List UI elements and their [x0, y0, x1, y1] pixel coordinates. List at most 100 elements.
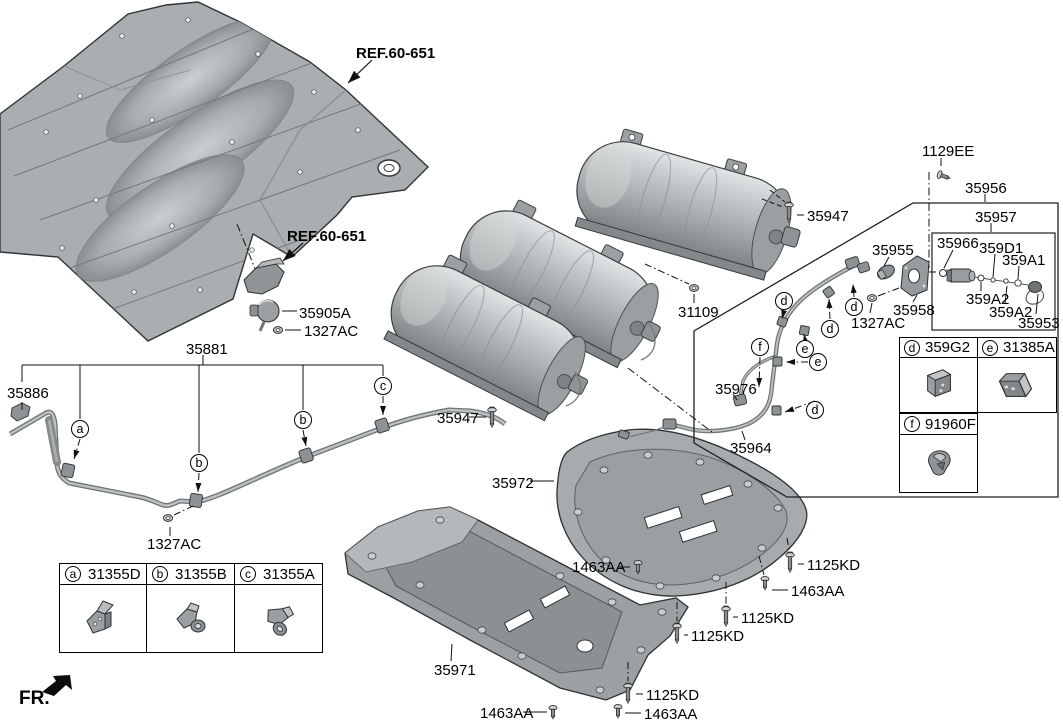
callout-circle-c: c — [374, 377, 392, 395]
grommet-hole — [377, 159, 401, 177]
legend-partno-a: 31355D — [88, 565, 141, 583]
part-label-1463AA-3: 1463AA — [644, 706, 698, 723]
hydrogen-tank-top — [574, 128, 801, 281]
bolt-1125KD-1 — [785, 551, 795, 573]
bracket-31355D-icon — [86, 600, 114, 633]
fr-direction-label: FR. — [19, 688, 50, 709]
legend-thumb-cell-f — [899, 435, 978, 493]
callout-circle-e1: e — [796, 340, 814, 358]
part-label-35957: 35957 — [975, 209, 1017, 226]
part-label-31109: 31109 — [678, 304, 719, 321]
callout-circle-d2: d — [845, 298, 863, 316]
nut-1327AC — [272, 326, 284, 334]
part-label-35953: 35953 — [1018, 315, 1060, 332]
part-label-1125KD-4: 1125KD — [646, 687, 700, 704]
screw-1463AA-3 — [613, 704, 623, 719]
tank-valve — [780, 226, 801, 248]
tube-connector — [662, 418, 677, 430]
clamp-31355B-icon — [176, 602, 205, 632]
tube-end-connector — [10, 402, 31, 422]
part-label-1327AC-2: 1327AC — [147, 536, 202, 553]
legend-header-e: e 31385A — [978, 337, 1057, 358]
part-label-35972: 35972 — [492, 475, 534, 492]
legend-partno-b: 31355B — [175, 565, 227, 583]
part-label-35958: 35958 — [893, 302, 935, 319]
callout-box-35956 — [693, 202, 1059, 498]
bolt-1125KD-4 — [623, 682, 633, 704]
part-label-1463AA-4: 1463AA — [480, 705, 534, 722]
part-label-1125KD-1: 1125KD — [807, 557, 861, 574]
legend-header-b: b 31355B — [147, 563, 235, 585]
ref-label-bracket: REF.60-651 — [287, 228, 367, 245]
part-label-359A1: 359A1 — [1002, 252, 1046, 269]
clip-31385A-icon — [998, 373, 1033, 397]
grommet-91960F-icon — [927, 449, 951, 476]
connector-35976 — [732, 393, 748, 407]
part-label-359A2-2: 359A2 — [989, 304, 1033, 321]
callout-circle-b2: b — [294, 411, 312, 429]
part-label-1125KD-3: 1125KD — [691, 628, 745, 645]
tank-valve — [567, 373, 588, 395]
legend-header-c: c 31355A — [235, 563, 323, 585]
part-label-1327AC-1: 1327AC — [304, 323, 359, 340]
part-label-35966: 35966 — [937, 235, 979, 252]
screw-1463AA-4 — [548, 705, 558, 720]
tank-wiring — [640, 321, 656, 361]
callout-circle-d3: d — [821, 320, 839, 338]
legend-thumb-cell-d — [899, 358, 978, 413]
legend-header-d: d 359G2 — [899, 337, 978, 358]
legend-circle-e: e — [982, 339, 998, 356]
part-label-1463AA-2: 1463AA — [791, 583, 845, 600]
floor-panel — [0, 1, 430, 342]
callout-circle-b1: b — [190, 454, 208, 472]
nut-31109 — [688, 284, 700, 292]
callout-circle-e2: e — [809, 353, 827, 371]
callout-circle-a: a — [71, 420, 89, 438]
legend-circle-d: d — [904, 339, 920, 356]
ref-label-floor-panel: REF.60-651 — [356, 45, 436, 62]
legend-circle-b: b — [152, 566, 168, 582]
part-label-35881: 35881 — [186, 341, 228, 358]
front-direction-arrow-icon — [42, 675, 72, 696]
tank-valve — [640, 320, 661, 342]
o-ring-35966 — [939, 269, 947, 277]
legend-circle-c: c — [240, 566, 256, 582]
tank-wiring — [565, 371, 582, 407]
clamp-31355A-icon — [258, 598, 299, 638]
part-label-35964: 35964 — [730, 440, 772, 457]
legend-thumb-cell-c — [235, 585, 323, 653]
part-label-35971: 35971 — [434, 662, 476, 679]
part-label-35886: 35886 — [5, 385, 51, 402]
clip-359G2-icon — [926, 369, 951, 397]
nut-1327AC — [866, 294, 878, 302]
cap-35953 — [1028, 281, 1042, 293]
legend-header-f: f 91960F — [899, 413, 978, 435]
part-label-35956: 35956 — [965, 180, 1007, 197]
part-label-35947-right: 35947 — [807, 208, 849, 225]
legend-partno-f: 91960F — [925, 415, 976, 433]
legend-partno-c: 31355A — [263, 565, 315, 583]
spot-welds — [43, 17, 401, 295]
part-label-35976: 35976 — [715, 381, 757, 398]
part-label-1129EE: 1129EE — [922, 143, 975, 160]
legend-partno-d: 359G2 — [925, 339, 971, 356]
bolt-1125KD-3 — [672, 622, 682, 644]
part-label-35955: 35955 — [872, 242, 914, 259]
legend-thumb-cell-e — [978, 358, 1057, 413]
valve-359D1 — [946, 268, 976, 283]
legend-thumb-cell-a — [59, 585, 147, 653]
callout-circle-d4: d — [806, 401, 824, 419]
mount-bracket — [243, 263, 285, 295]
under-cover-35971 — [344, 506, 689, 701]
hydrogen-tank-bottom — [383, 254, 588, 422]
part-label-359A2-1: 359A2 — [966, 291, 1010, 308]
legend-table-def: d 359G2 e 31385A f 91960F — [899, 337, 1057, 493]
part-label-1125KD-2: 1125KD — [741, 610, 795, 627]
callout-circle-f: f — [751, 338, 769, 356]
callout-box-35957 — [931, 232, 1056, 331]
legend-table-abc: a 31355D b 31355B c 31355A — [59, 563, 323, 653]
solenoid-tube-35964 — [617, 256, 871, 440]
bolt-1129EE — [935, 169, 953, 183]
part-label-359D1: 359D1 — [979, 240, 1024, 257]
